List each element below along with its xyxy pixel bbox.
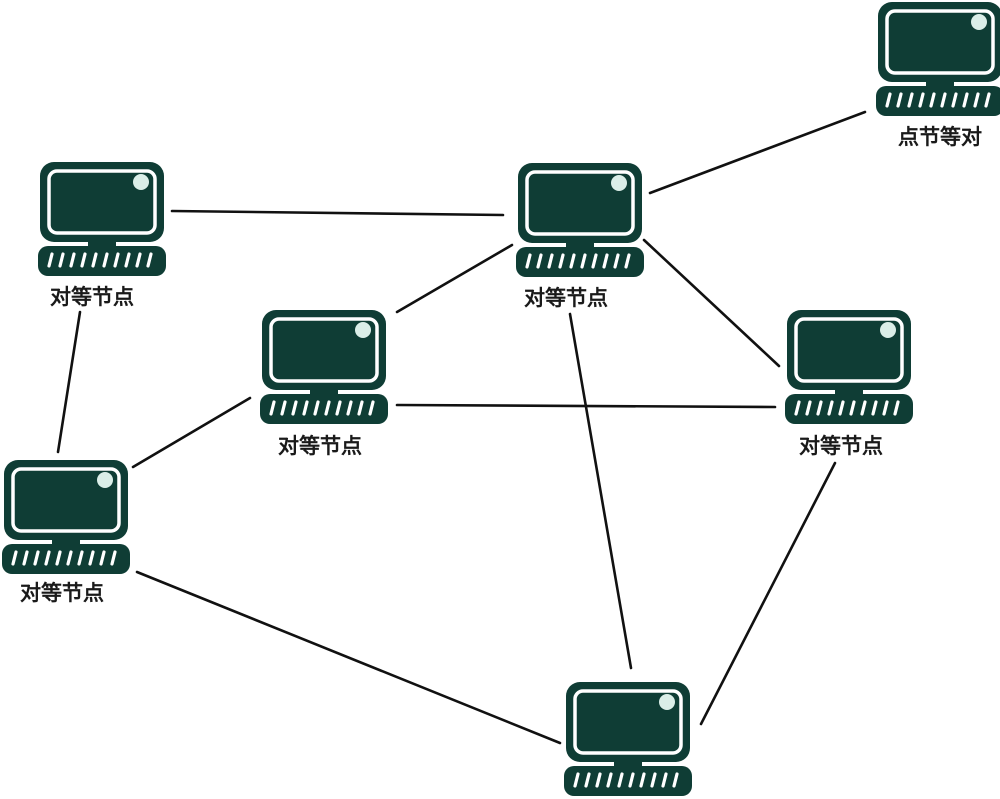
- computer-icon: [36, 160, 168, 278]
- computer-icon: [258, 308, 390, 426]
- peer-node[interactable]: 点节等对: [874, 0, 1000, 149]
- connection-line: [699, 461, 837, 726]
- connections: [56, 110, 867, 745]
- node-label: 点节等对: [898, 124, 982, 149]
- connection-line: [642, 238, 781, 368]
- node-label: 对等节点: [278, 433, 362, 458]
- peer-node[interactable]: 对等节点: [36, 160, 168, 309]
- connection-line: [131, 396, 252, 469]
- computer-icon: [562, 680, 694, 798]
- node-label: 对等节点: [799, 433, 883, 458]
- computer-icon: [783, 308, 915, 426]
- peer-node[interactable]: 对等节点: [258, 308, 390, 458]
- node-label: 对等节点: [524, 285, 608, 310]
- connection-line: [170, 209, 505, 217]
- node-label: 对等节点: [20, 580, 104, 605]
- connection-line: [56, 310, 82, 454]
- computer-icon: [874, 0, 1000, 118]
- peer-node[interactable]: 对等节点: [514, 161, 646, 310]
- connection-line: [395, 403, 777, 409]
- connection-line: [135, 570, 562, 745]
- node-label: 对等节点: [50, 284, 134, 309]
- connection-line: [395, 243, 514, 314]
- connection-line: [648, 110, 867, 195]
- computer-icon: [0, 458, 132, 576]
- connection-line: [568, 312, 633, 670]
- computer-icon: [514, 161, 646, 279]
- peer-node[interactable]: 对等节点: [783, 308, 915, 458]
- peer-node[interactable]: 对等节点: [0, 458, 132, 605]
- peer-node[interactable]: [562, 680, 694, 798]
